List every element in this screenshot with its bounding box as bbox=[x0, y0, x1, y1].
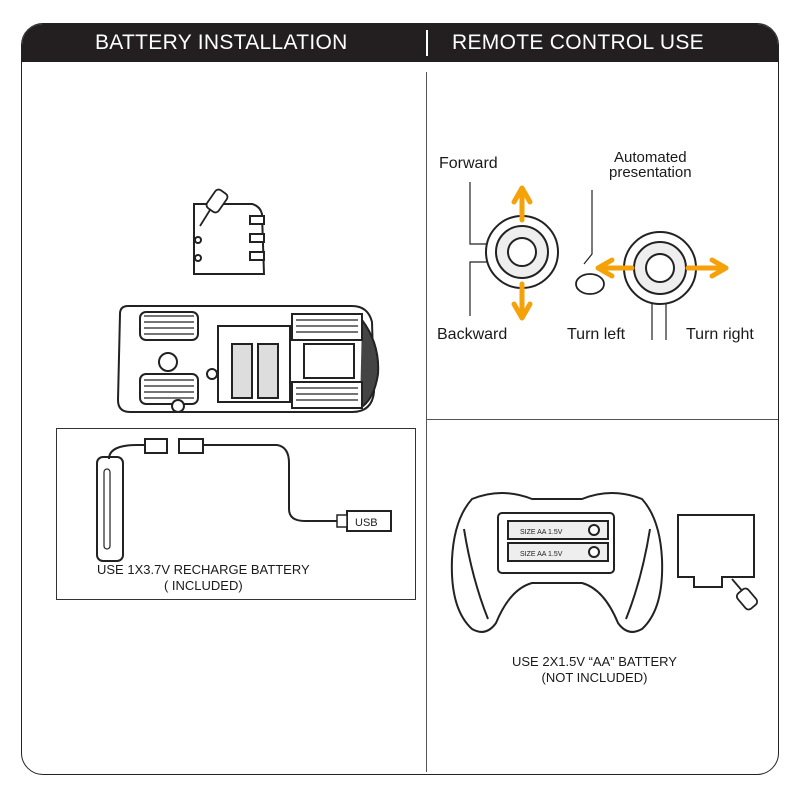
remote-battery-caption: USE 2X1.5V “AA” BATTERY (NOT INCLUDED) bbox=[512, 654, 677, 686]
battery-caption-line2: ( INCLUDED) bbox=[163, 578, 243, 593]
usb-label: USB bbox=[355, 517, 378, 529]
backward-arrow-icon bbox=[511, 281, 533, 321]
battery-installation-title: BATTERY INSTALLATION bbox=[95, 31, 348, 54]
backward-label: Backward bbox=[437, 326, 508, 343]
aa-cell-label-1: SIZE AA 1.5V bbox=[520, 529, 563, 536]
screwdriver-icon bbox=[199, 188, 229, 227]
forward-arrow-icon bbox=[511, 185, 533, 223]
left-joystick bbox=[485, 215, 559, 289]
remote-controller bbox=[450, 492, 664, 633]
right-joystick bbox=[623, 231, 697, 305]
horizontal-divider bbox=[427, 419, 778, 420]
direction-arrows bbox=[511, 185, 729, 321]
remote-caption-line1: USE 2X1.5V “AA” BATTERY bbox=[512, 654, 677, 669]
connector-plug bbox=[144, 438, 168, 454]
battery-cable-illustration: USB bbox=[96, 438, 392, 562]
header-divider bbox=[426, 30, 428, 56]
vertical-divider bbox=[426, 72, 427, 772]
remote-control-use-title: REMOTE CONTROL USE bbox=[452, 31, 704, 54]
battery-cover bbox=[193, 203, 266, 275]
remote-screwdriver-icon bbox=[731, 578, 759, 611]
vehicle-body bbox=[116, 305, 380, 413]
remote-control-use-illustration bbox=[469, 182, 729, 340]
remote-caption-line2: (NOT INCLUDED) bbox=[541, 670, 648, 685]
turn-right-arrow-icon bbox=[685, 257, 729, 279]
header-bar: BATTERY INSTALLATION REMOTE CONTROL USE bbox=[22, 24, 778, 62]
automated-presentation-button bbox=[575, 273, 605, 295]
rechargeable-battery-panel: USB USE 1X3.7V RECHARGE BATTERY ( INCLUD… bbox=[56, 428, 416, 600]
automated-presentation-label: Automated presentation bbox=[609, 150, 692, 180]
automated-label-line1: Automated bbox=[614, 149, 687, 166]
turn-left-arrow-icon bbox=[595, 257, 635, 279]
aa-cell-label-2: SIZE AA 1.5V bbox=[520, 551, 563, 558]
turn-right-label: Turn right bbox=[686, 326, 754, 343]
vehicle-battery-illustration bbox=[116, 188, 380, 413]
connector-socket bbox=[178, 438, 204, 454]
turn-left-label: Turn left bbox=[567, 326, 626, 343]
battery-caption-line1: USE 1X3.7V RECHARGE BATTERY bbox=[97, 562, 310, 577]
remote-battery-illustration: SIZE AA 1.5V SIZE AA 1.5V bbox=[450, 492, 759, 633]
automated-label-line2: presentation bbox=[609, 164, 692, 181]
forward-label: Forward bbox=[439, 155, 498, 172]
remote-battery-cover bbox=[677, 514, 755, 588]
instruction-sheet: BATTERY INSTALLATION REMOTE CONTROL USE bbox=[21, 23, 779, 775]
